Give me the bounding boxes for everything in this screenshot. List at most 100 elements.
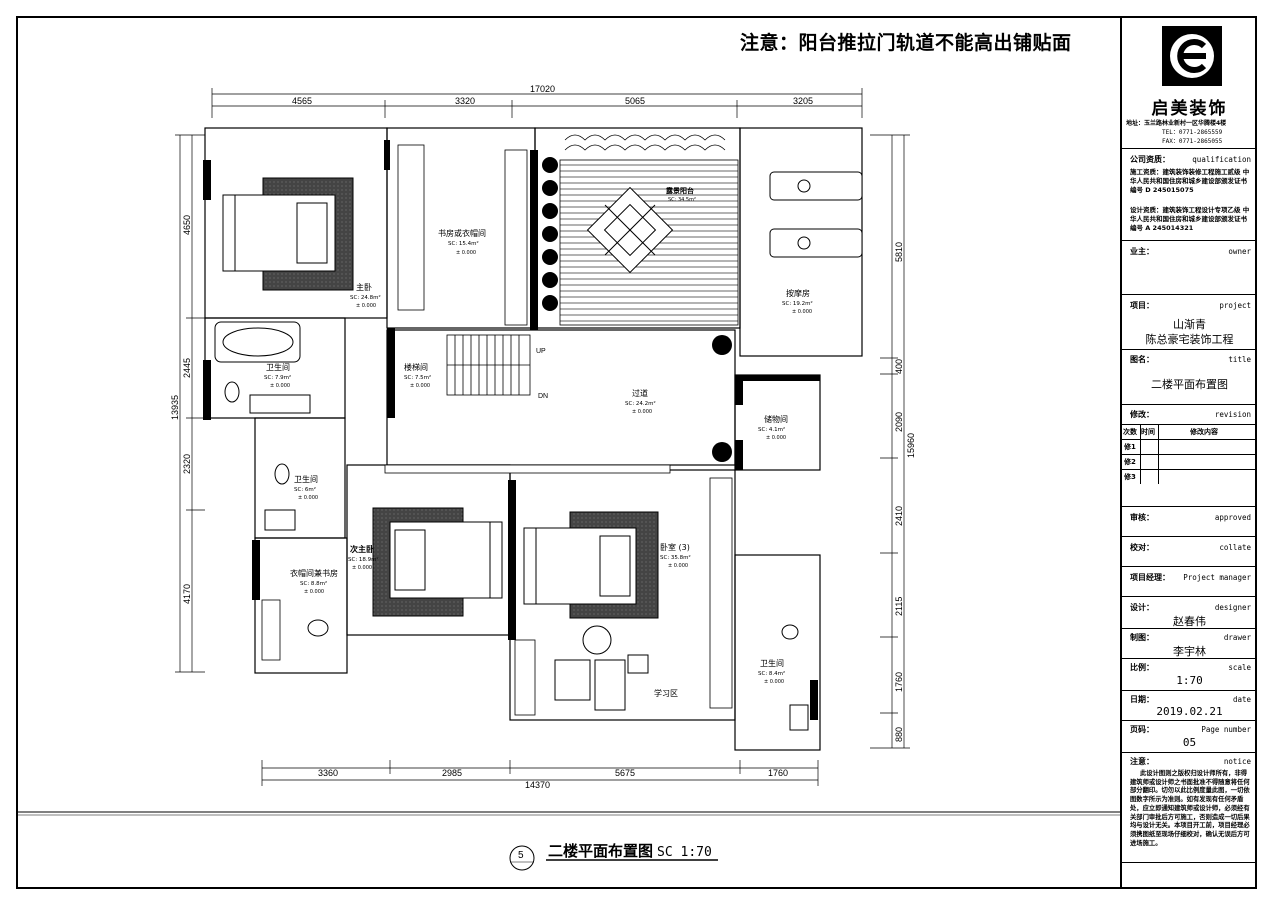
caption-number: 5 xyxy=(518,850,524,861)
bed-master xyxy=(222,177,354,291)
company-fax: FAX：0771-2865055 xyxy=(1162,138,1223,145)
staircase xyxy=(446,334,531,396)
dim-right xyxy=(870,134,910,749)
notice-label: 注意： xyxy=(1130,757,1154,766)
revision-en: revision xyxy=(1214,410,1251,419)
caption-scale: SC 1:70 xyxy=(657,845,712,860)
project-line-2: 陈总豪宅装饰工程 xyxy=(1145,333,1234,346)
room-name-stair: 楼梯间 xyxy=(404,362,428,372)
owner-en: owner xyxy=(1228,247,1251,256)
room-name-storage: 储物间 xyxy=(764,414,788,424)
room-name-massage: 按摩房 xyxy=(786,288,810,298)
room-elev-cloak-study: ± 0.000 xyxy=(304,589,324,595)
dim-bottom-seg-4: 1760 xyxy=(768,768,788,778)
designer-name: 赵春伟 xyxy=(1173,615,1206,628)
drawer-name: 李宇林 xyxy=(1173,645,1206,658)
room-elev-stair: ± 0.000 xyxy=(410,383,430,389)
drawer-en: drawer xyxy=(1223,633,1251,642)
dim-right-seg-3: 2090 xyxy=(894,412,904,432)
stair-down: DN xyxy=(538,393,548,400)
dim-left-seg-1: 4650 xyxy=(182,215,192,235)
room-elev-bath-3: ± 0.000 xyxy=(764,679,784,685)
floor-plan: 17020 4565 3320 5065 3205 13935 4650 244… xyxy=(16,84,1120,871)
corridor-plants xyxy=(712,335,732,462)
room-name-second-master: 次主卧 xyxy=(350,544,374,554)
dim-right-total: 15960 xyxy=(906,433,916,458)
dim-top-total: 17020 xyxy=(530,84,555,94)
dim-right-seg-7: 880 xyxy=(894,727,904,742)
caption-title-text: 二楼平面布置图 xyxy=(548,842,654,860)
massage-beds xyxy=(769,171,863,258)
bathtub xyxy=(214,321,301,363)
page-label: 页码： xyxy=(1130,725,1154,734)
study-area-furniture xyxy=(554,625,649,711)
room-name-bath-2: 卫生间 xyxy=(294,474,318,484)
room-name-bath-3: 卫生间 xyxy=(760,658,784,668)
room-elev-bath-2: ± 0.000 xyxy=(298,495,318,501)
scale-en: scale xyxy=(1228,663,1251,672)
date-value: 2019.02.21 xyxy=(1156,705,1223,718)
dim-right-seg-6: 1760 xyxy=(894,672,904,692)
notice-en: notice xyxy=(1223,757,1251,766)
qualification-2: 设计资质：建筑装饰工程设计专项乙级 中华人民共和国住房和城乡建设部颁发证书编号 … xyxy=(1130,206,1250,232)
drawing-title: 二楼平面布置图 xyxy=(1151,378,1228,391)
room-area-corridor: SC: 24.2m² xyxy=(625,400,656,407)
dim-bottom xyxy=(261,760,819,786)
rev-col-1: 次数 xyxy=(1123,428,1137,436)
toilets xyxy=(224,381,799,640)
scale-label: 比例： xyxy=(1130,663,1154,672)
dim-right-seg-4: 2410 xyxy=(894,506,904,526)
room-area-bath-3: SC: 8.4m² xyxy=(758,670,785,677)
room-name-cloak-study: 衣帽间兼书房 xyxy=(290,568,338,578)
title-block: 启美装饰 地址：玉兰路林业新村一区华腾楼4楼 TEL：0771-2865559 … xyxy=(1120,16,1257,889)
qualification-label: 公司资质： xyxy=(1130,155,1170,164)
dim-left-total: 13935 xyxy=(170,395,180,420)
solid-walls xyxy=(203,140,820,720)
company-tel: TEL：0771-2865559 xyxy=(1162,129,1223,136)
rev-col-3: 修改内容 xyxy=(1190,428,1218,436)
room-elev-second-master: ± 0.000 xyxy=(352,565,372,571)
header-note: 注意：阳台推拉门轨道不能高出铺贴面 xyxy=(740,32,1072,54)
qualification-1: 施工资质：建筑装饰装修工程施工贰级 中华人民共和国住房和城乡建设部颁发证书编号 … xyxy=(1130,168,1250,194)
room-name-master-bedroom: 主卧 xyxy=(356,282,372,292)
room-name-bath-1: 卫生间 xyxy=(266,362,290,372)
rev-col-2: 时间 xyxy=(1141,428,1155,436)
date-label: 日期： xyxy=(1130,695,1154,704)
room-area-bath-2: SC: 6m² xyxy=(294,486,316,493)
dim-bottom-total: 14370 xyxy=(525,780,550,790)
room-area-stair: SC: 7.5m² xyxy=(404,374,431,381)
project-label: 项目： xyxy=(1130,301,1154,310)
drawer-label: 制图： xyxy=(1130,633,1154,642)
page-value: 05 xyxy=(1182,736,1197,749)
dim-right-seg-5: 2115 xyxy=(894,597,904,616)
scale-value: 1:70 xyxy=(1176,674,1203,687)
room-area-storage: SC: 4.1m² xyxy=(758,426,785,433)
balcony-table-set xyxy=(586,186,674,274)
title-en: title xyxy=(1228,355,1251,364)
title-label: 图名： xyxy=(1130,355,1154,364)
designer-label: 设计： xyxy=(1130,603,1154,612)
room-name-bedroom-3: 卧室 (3) xyxy=(660,542,690,552)
room-elev-bath-1: ± 0.000 xyxy=(270,383,290,389)
qualification-en: qualification xyxy=(1192,155,1251,164)
room-name-study: 书房或衣帽间 xyxy=(438,228,486,238)
plant-row xyxy=(542,157,558,311)
room-elev-study: ± 0.000 xyxy=(456,250,476,256)
room-elev-corridor: ± 0.000 xyxy=(632,409,652,415)
room-area-massage: SC: 19.2m² xyxy=(782,300,813,307)
room-area-second-master: SC: 18.9m² xyxy=(348,556,379,563)
stair-up: UP xyxy=(536,348,546,355)
collate-label: 校对： xyxy=(1130,543,1154,552)
revision-table: 次数 时间 修改内容 修1 修2 修3 xyxy=(1122,424,1257,484)
closets xyxy=(261,144,733,716)
room-elev-storage: ± 0.000 xyxy=(766,435,786,441)
date-en: date xyxy=(1232,695,1251,704)
drawing-frame xyxy=(16,16,1257,889)
plant-top-row xyxy=(564,134,726,151)
dim-bottom-seg-3: 5675 xyxy=(615,768,635,778)
room-area-cloak-study: SC: 8.8m² xyxy=(300,580,327,587)
notice-text: 此设计图则之版权归设计师所有，非得建筑师或设计师之书面批准不得随意将任何部分翻印… xyxy=(1130,770,1250,847)
caption-number-circle xyxy=(509,845,535,871)
room-elev-massage: ± 0.000 xyxy=(792,309,812,315)
